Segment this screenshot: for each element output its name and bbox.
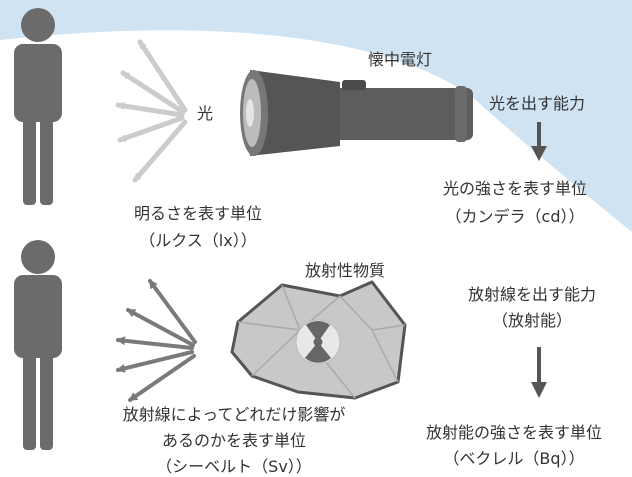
light-rays — [115, 39, 188, 183]
brightness-unit-name: （ルクス（lx）） — [139, 231, 257, 250]
down-arrow-icon — [531, 122, 547, 161]
radioactive-material-label: 放射性物質 — [305, 261, 386, 280]
radioactive-rock-icon — [230, 280, 407, 400]
down-arrow-icon — [531, 347, 547, 398]
intensity-unit-label: 光の強さを表す単位 — [442, 179, 588, 198]
emit-light-label: 光を出す能力 — [489, 94, 586, 113]
effect-unit-name: （シーベルト（Sv）） — [156, 457, 312, 476]
person-icon — [14, 240, 62, 450]
sky-background — [0, 0, 632, 232]
activity-unit-label: 放射能の強さを表す単位 — [425, 423, 603, 442]
radiation-rays — [116, 279, 197, 402]
brightness-unit-label: 明るさを表す単位 — [133, 204, 263, 223]
emit-radiation-label: 放射線を出す能力 — [467, 285, 597, 304]
radioactivity-label: （放射能） — [491, 311, 573, 330]
light-label: 光 — [197, 104, 214, 123]
flashlight-label: 懐中電灯 — [368, 50, 433, 69]
flashlight-icon — [240, 70, 473, 156]
effect-unit-line2: あるのかを表す単位 — [161, 431, 307, 450]
effect-unit-line1: 放射線によってどれだけ影響が — [122, 405, 346, 424]
activity-unit-name: （ベクレル（Bq）） — [443, 449, 585, 468]
intensity-unit-name: （カンデラ（cd）） — [445, 207, 585, 226]
person-icon — [14, 8, 62, 205]
